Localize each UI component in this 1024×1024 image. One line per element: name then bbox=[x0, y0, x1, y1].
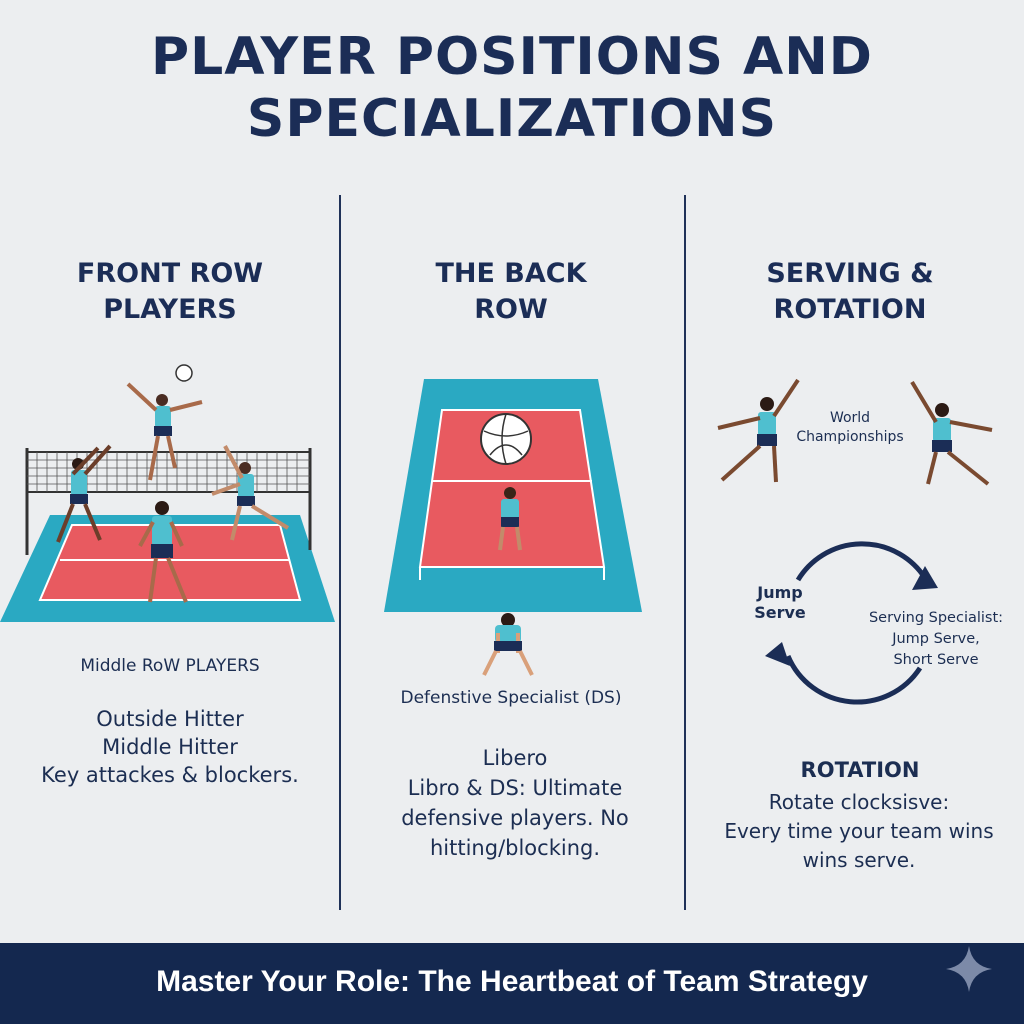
footer-banner: Master Your Role: The Heartbeat of Team … bbox=[0, 943, 1024, 1024]
title-line-1: PLAYER POSITIONS AND bbox=[151, 27, 873, 87]
page-title: PLAYER POSITIONS AND SPECIALIZATIONS bbox=[0, 26, 1024, 150]
back-row-caption: Defenstive Specialist (DS) bbox=[400, 688, 622, 708]
jump-serve-label: Jump Serve bbox=[754, 583, 806, 622]
rotation-heading: ROTATION bbox=[800, 758, 920, 782]
back-row-heading: THE BACK ROW bbox=[435, 258, 587, 325]
front-row-court-illustration bbox=[0, 364, 335, 622]
front-row-heading: FRONT ROW PLAYERS bbox=[76, 258, 264, 325]
volleyball-icon bbox=[480, 413, 532, 465]
rotation-description: Rotate clocksisve: Every time your team … bbox=[724, 790, 994, 872]
sparkle-icon bbox=[946, 946, 992, 992]
rotation-arrows-icon bbox=[765, 541, 938, 705]
front-row-description: Outside Hitter Middle Hitter Key attacke… bbox=[41, 707, 299, 787]
column-divider-left bbox=[339, 195, 341, 910]
footer-tagline: Master Your Role: The Heartbeat of Team … bbox=[156, 965, 868, 998]
serving-specialist-label: Serving Specialist: Jump Serve, Short Se… bbox=[868, 610, 1004, 668]
column-divider-right bbox=[684, 195, 686, 910]
serving-heading: SERVING & ROTATION bbox=[766, 258, 934, 325]
front-row-caption: Middle RoW PLAYERS bbox=[80, 656, 260, 676]
title-line-2: SPECIALIZATIONS bbox=[246, 89, 778, 149]
serving-players-illustration bbox=[717, 378, 993, 486]
back-row-court-illustration bbox=[384, 379, 642, 676]
back-row-description: Libero Libro & DS: Ultimate defensive pl… bbox=[401, 746, 629, 860]
world-championships-label: World Championships bbox=[796, 410, 904, 445]
